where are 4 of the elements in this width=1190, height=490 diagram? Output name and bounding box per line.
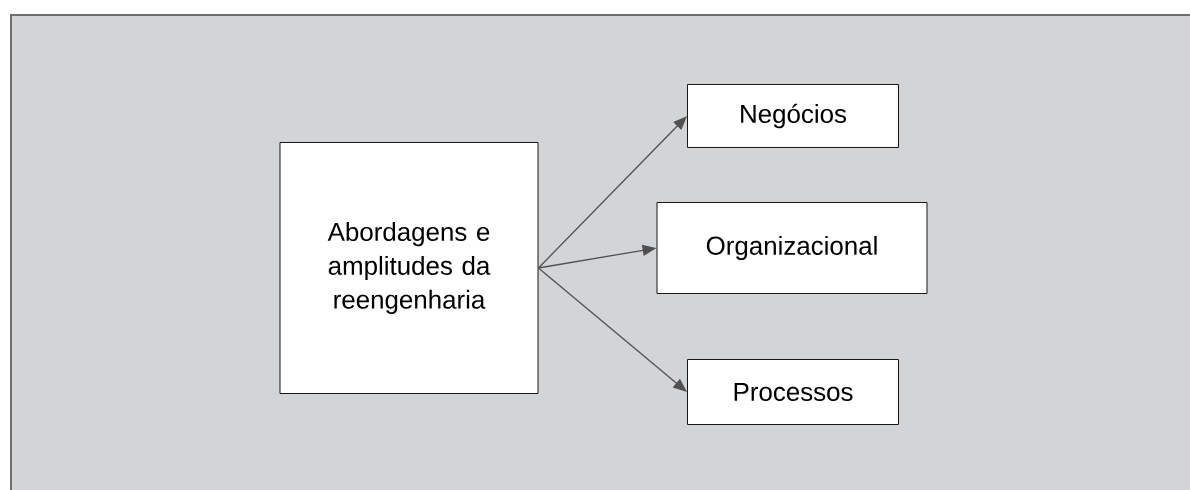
text-box: Abordagens e amplitudes da reengenharia bbox=[279, 142, 539, 394]
text-box: Negócios bbox=[687, 84, 899, 148]
text-box: Processos bbox=[687, 359, 899, 425]
text-box: Organizacional bbox=[656, 202, 928, 294]
